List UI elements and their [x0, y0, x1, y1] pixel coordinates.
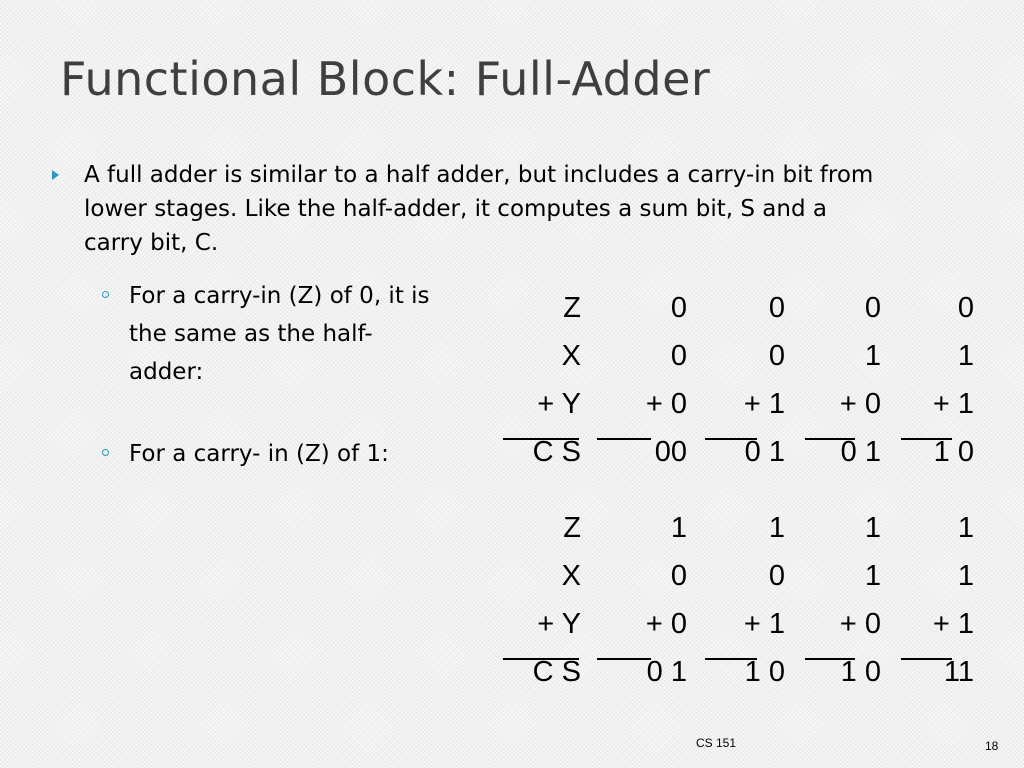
- sum-underline: [705, 438, 757, 440]
- table-cell: + 0: [581, 386, 687, 440]
- table-cell: 0 1: [840, 436, 881, 468]
- table-cell: 1: [768, 512, 785, 544]
- sum-underline: [901, 658, 952, 660]
- cell-text: + 0: [839, 608, 881, 640]
- table-cell: + 0: [785, 606, 881, 660]
- sum-underline: [597, 438, 651, 440]
- table-cell: 1: [957, 512, 974, 544]
- row-label: C S: [532, 436, 581, 468]
- table-row-z: Z 1 1 1 1: [500, 510, 974, 558]
- table-row-x: X 0 0 1 1: [500, 338, 974, 386]
- table-cell: 0: [670, 292, 687, 324]
- table-cell: 1: [864, 512, 881, 544]
- sub-bullet-text: For a carry- in (Z) of 1:: [129, 441, 389, 467]
- cell-text: + 1: [743, 388, 785, 420]
- table-cell: 0: [768, 340, 785, 372]
- slide-title: Functional Block: Full-Adder: [60, 52, 711, 106]
- triangle-bullet-icon: [52, 170, 59, 180]
- addition-table-carry-in-0: Z 0 0 0 0 X 0 0 1 1 + Y + 0 + 1 + 0 + 1 …: [500, 290, 974, 482]
- sub-bullet-text: For a carry-in (Z) of 0, it is the same …: [129, 283, 430, 385]
- row-label: + Y: [500, 606, 581, 660]
- sum-underline: [597, 658, 651, 660]
- table-cell: 0 1: [646, 656, 687, 688]
- circle-bullet-icon: [102, 291, 109, 298]
- table-cell: 0: [768, 292, 785, 324]
- table-cell: 1: [864, 560, 881, 592]
- table-row-z: Z 0 0 0 0: [500, 290, 974, 338]
- table-cell: + 1: [687, 606, 785, 660]
- sub-bullet-carry-in-0: For a carry-in (Z) of 0, it is the same …: [102, 277, 442, 391]
- cell-text: + 1: [743, 608, 785, 640]
- footer-course: CS 151: [696, 736, 737, 750]
- table-cell: 0: [670, 560, 687, 592]
- row-label: Z: [563, 292, 581, 324]
- sub-bullet-carry-in-1: For a carry- in (Z) of 1:: [102, 435, 442, 473]
- cell-text: + 1: [932, 608, 974, 640]
- table-cell: 1 0: [840, 656, 881, 688]
- table-cell: 0: [864, 292, 881, 324]
- table-cell: 1 0: [744, 656, 785, 688]
- table-cell: + 0: [785, 386, 881, 440]
- row-label: C S: [532, 656, 581, 688]
- table-cell: 0: [957, 292, 974, 324]
- table-row-x: X 0 0 1 1: [500, 558, 974, 606]
- row-label: Z: [563, 512, 581, 544]
- cell-text: + 0: [645, 608, 687, 640]
- main-bullet: A full adder is similar to a half adder,…: [52, 158, 882, 260]
- sum-underline: [901, 438, 952, 440]
- table-cell: 0: [768, 560, 785, 592]
- table-cell: 1: [957, 340, 974, 372]
- table-row-cs: C S 0 1 1 0 1 0 11: [500, 654, 974, 702]
- cell-text: + 1: [932, 388, 974, 420]
- sum-underline: [805, 658, 855, 660]
- main-bullet-text: A full adder is similar to a half adder,…: [84, 162, 874, 256]
- table-cell: + 1: [687, 386, 785, 440]
- sum-underline: [805, 438, 855, 440]
- table-cell: 00: [654, 436, 687, 468]
- cell-text: + Y: [537, 388, 581, 420]
- table-cell: 0 1: [744, 436, 785, 468]
- cell-text: + 0: [645, 388, 687, 420]
- table-cell: 1: [864, 340, 881, 372]
- table-cell: 1: [670, 512, 687, 544]
- table-row-y: + Y + 0 + 1 + 0 + 1: [500, 606, 974, 660]
- table-cell: 1 0: [933, 436, 974, 468]
- table-row-cs: C S 00 0 1 0 1 1 0: [500, 434, 974, 482]
- circle-bullet-icon: [102, 449, 109, 456]
- table-row-y: + Y + 0 + 1 + 0 + 1: [500, 386, 974, 440]
- row-label: + Y: [500, 386, 581, 440]
- row-label: X: [561, 340, 581, 372]
- table-cell: + 0: [581, 606, 687, 660]
- table-cell: 1: [957, 560, 974, 592]
- sum-underline: [503, 438, 579, 440]
- sum-underline: [705, 658, 757, 660]
- sum-underline: [503, 658, 579, 660]
- table-cell: + 1: [881, 386, 974, 440]
- addition-table-carry-in-1: Z 1 1 1 1 X 0 0 1 1 + Y + 0 + 1 + 0 + 1 …: [500, 510, 974, 702]
- table-cell: 0: [670, 340, 687, 372]
- row-label: X: [561, 560, 581, 592]
- table-cell: + 1: [881, 606, 974, 660]
- page-number: 18: [985, 739, 999, 753]
- cell-text: + Y: [537, 608, 581, 640]
- cell-text: + 0: [839, 388, 881, 420]
- table-cell: 11: [943, 656, 974, 688]
